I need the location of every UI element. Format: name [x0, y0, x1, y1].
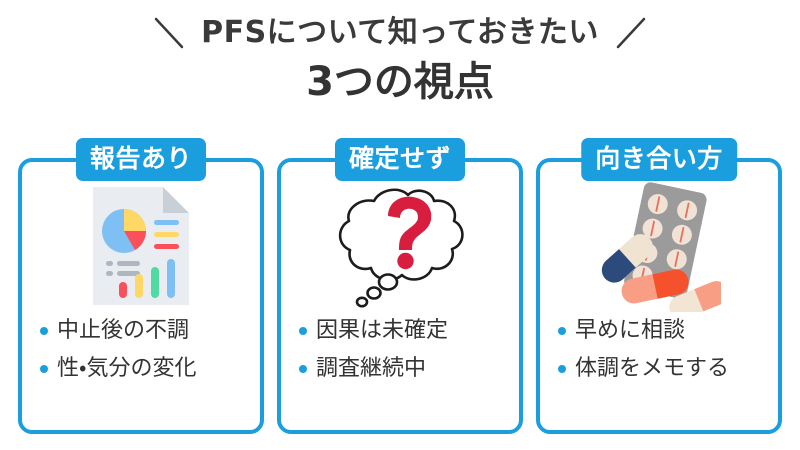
right-slash-decoration	[616, 17, 646, 49]
card-badge-approach: 向き合い方	[581, 138, 737, 181]
bullet-label: 体調をメモする	[575, 356, 730, 381]
card-uncertain: 確定せず 因果は未確定 調査	[277, 138, 523, 434]
title-line1-row: PFSについて知っておきたい	[0, 10, 800, 56]
report-document-chart-icon	[93, 187, 189, 305]
card-approach: 向き合い方	[536, 138, 782, 434]
card-bullets-report: 中止後の不調 性・気分の変化	[22, 312, 260, 388]
list-item: 早めに相談	[558, 312, 778, 350]
list-item: 性・気分の変化	[40, 350, 260, 388]
list-item: 体調をメモする	[558, 350, 778, 388]
thought-bubble-question-mark-icon	[338, 188, 464, 308]
pills-blister-pack-icon	[601, 182, 721, 312]
bullet-dot-icon	[299, 365, 307, 373]
bullet-dot-icon	[558, 365, 566, 373]
card-bullets-approach: 早めに相談 体調をメモする	[540, 312, 778, 388]
list-item: 因果は未確定	[299, 312, 519, 350]
page-title-line2: 3つの視点	[306, 59, 494, 105]
bullet-dot-icon	[299, 327, 307, 335]
bullet-label: 因果は未確定	[316, 318, 449, 343]
bullet-dot-icon	[40, 365, 48, 373]
bullet-dot-icon	[40, 327, 48, 335]
card-icon-area-approach	[540, 162, 778, 312]
bullet-label: 性・気分の変化	[57, 356, 197, 381]
left-slash-decoration	[154, 17, 184, 49]
bullet-label: 中止後の不調	[57, 318, 190, 343]
bullet-label: 調査継続中	[316, 356, 427, 381]
page-title-line1: PFSについて知っておきたい	[201, 15, 599, 50]
bullet-label: 早めに相談	[575, 318, 686, 343]
card-badge-uncertain: 確定せず	[334, 138, 466, 181]
cards-container: 報告あり	[18, 138, 782, 434]
card-icon-area-uncertain	[281, 162, 519, 312]
card-bullets-uncertain: 因果は未確定 調査継続中	[281, 312, 519, 388]
card-badge-report: 報告あり	[75, 138, 207, 181]
page-header: PFSについて知っておきたい 3つの視点	[0, 0, 800, 107]
bullet-dot-icon	[558, 327, 566, 335]
card-report: 報告あり	[18, 138, 264, 434]
list-item: 中止後の不調	[40, 312, 260, 350]
card-icon-area-report	[22, 162, 260, 312]
list-item: 調査継続中	[299, 350, 519, 388]
